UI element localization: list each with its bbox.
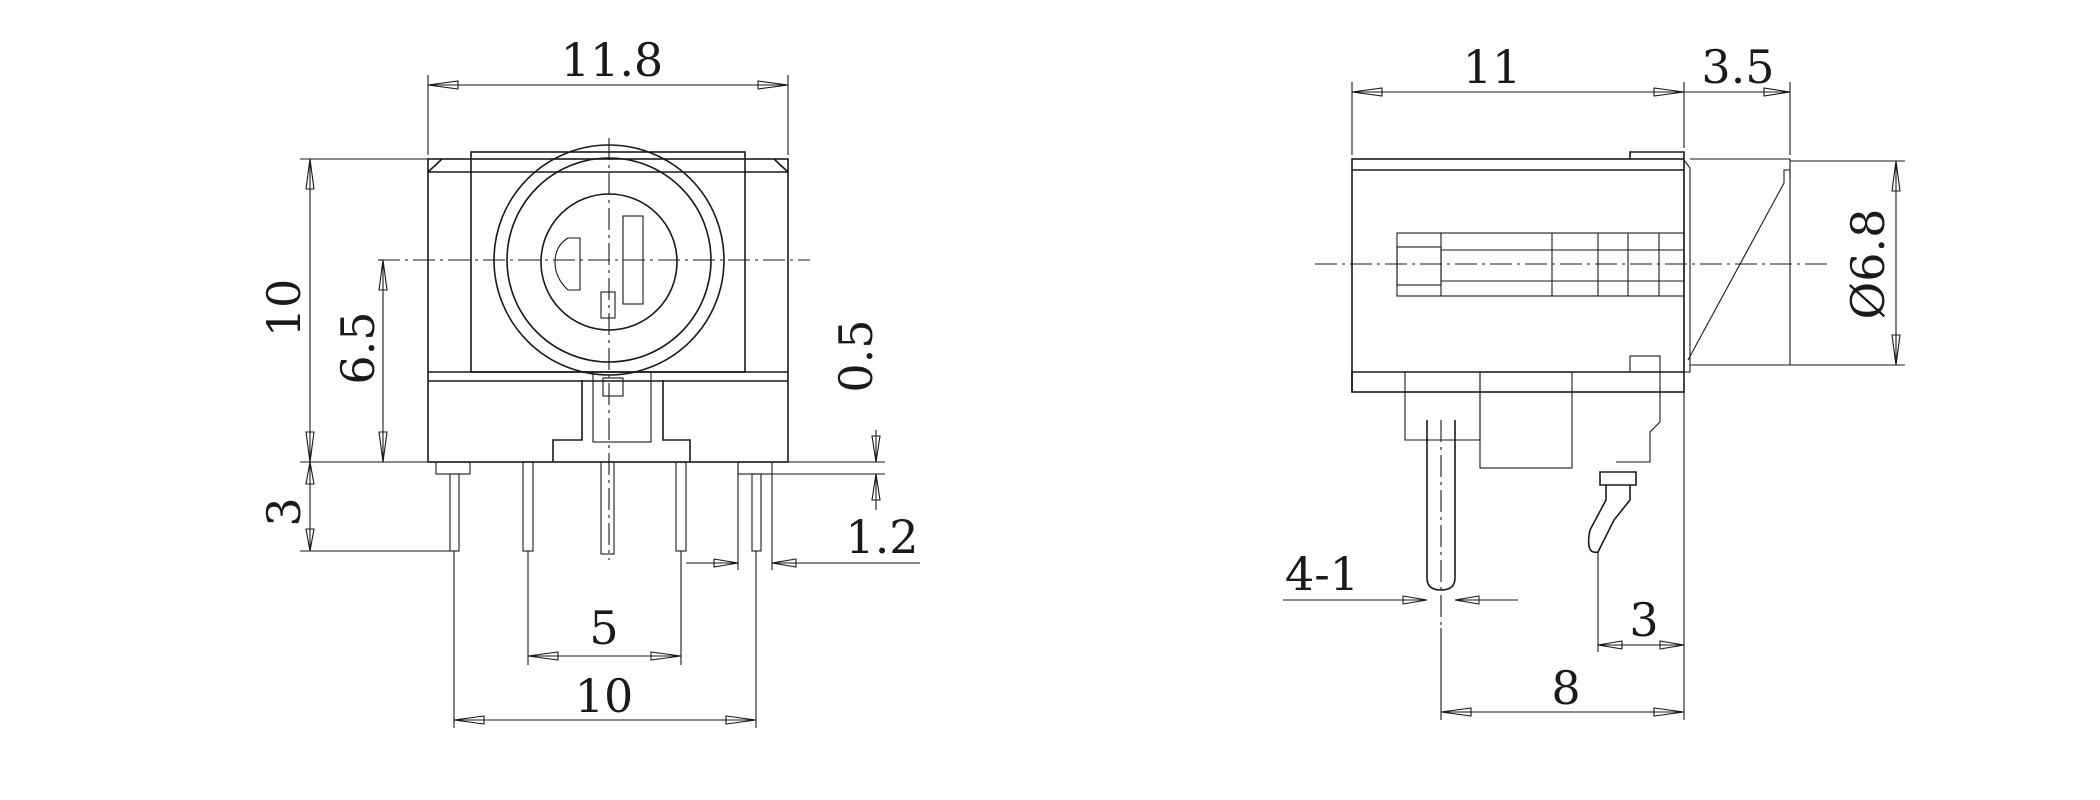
front-pin-1-leg — [449, 473, 460, 552]
front-center-tab-inner — [602, 377, 624, 397]
side-view: 11 3.5 Ø6.8 4-1 3 8 — [1283, 40, 1905, 720]
dim-diameter: Ø6.8 — [1841, 209, 1895, 320]
side-lower-step — [1479, 371, 1573, 469]
side-spring-tab — [1629, 355, 1661, 373]
front-center-tab — [592, 371, 652, 443]
side-spring-contact — [1616, 159, 1791, 463]
front-view: 11.8 10 6.5 3 0.5 1.2 — [257, 33, 920, 728]
dim-pin-offset: 1.2 — [845, 510, 918, 564]
dim-pin-width: 4-1 — [1285, 547, 1359, 601]
front-pin-1 — [435, 461, 471, 475]
front-inner-frame — [470, 151, 746, 373]
side-front-flange — [1629, 151, 1685, 159]
dim-inner-pin-spacing: 5 — [589, 601, 618, 655]
side-pin-right — [1587, 471, 1637, 554]
dim-standoff: 0.5 — [829, 319, 883, 392]
dim-body-height: 10 — [257, 279, 311, 338]
front-lower-block — [552, 380, 691, 462]
side-contact-plate — [1690, 158, 1791, 366]
dim-overall-width: 11.8 — [561, 33, 663, 87]
front-pin-2 — [522, 461, 534, 552]
dim-protrusion: 3.5 — [1701, 40, 1774, 94]
dim-center-height: 6.5 — [331, 311, 385, 384]
side-bore-inner — [1396, 246, 1442, 286]
dim-pin-length: 3 — [257, 497, 311, 526]
dim-body-length: 11 — [1463, 40, 1522, 94]
front-pin-5 — [737, 461, 773, 475]
side-pin-housing — [1404, 372, 1481, 441]
side-body-outline — [1351, 158, 1685, 393]
front-top-ledge — [427, 158, 789, 173]
jack-contact-bottom — [600, 291, 616, 319]
dim-pin-spacing-large: 8 — [1551, 661, 1580, 715]
front-pin-4 — [675, 461, 687, 552]
front-pin-3 — [600, 461, 615, 555]
side-lower-block — [1351, 371, 1684, 392]
front-pin-5-leg — [751, 473, 762, 552]
dim-pin-spacing-small: 3 — [1629, 593, 1658, 647]
front-body-outline — [427, 158, 789, 463]
jack-contact-left — [554, 237, 581, 291]
dim-outer-pin-spacing: 10 — [575, 669, 634, 723]
